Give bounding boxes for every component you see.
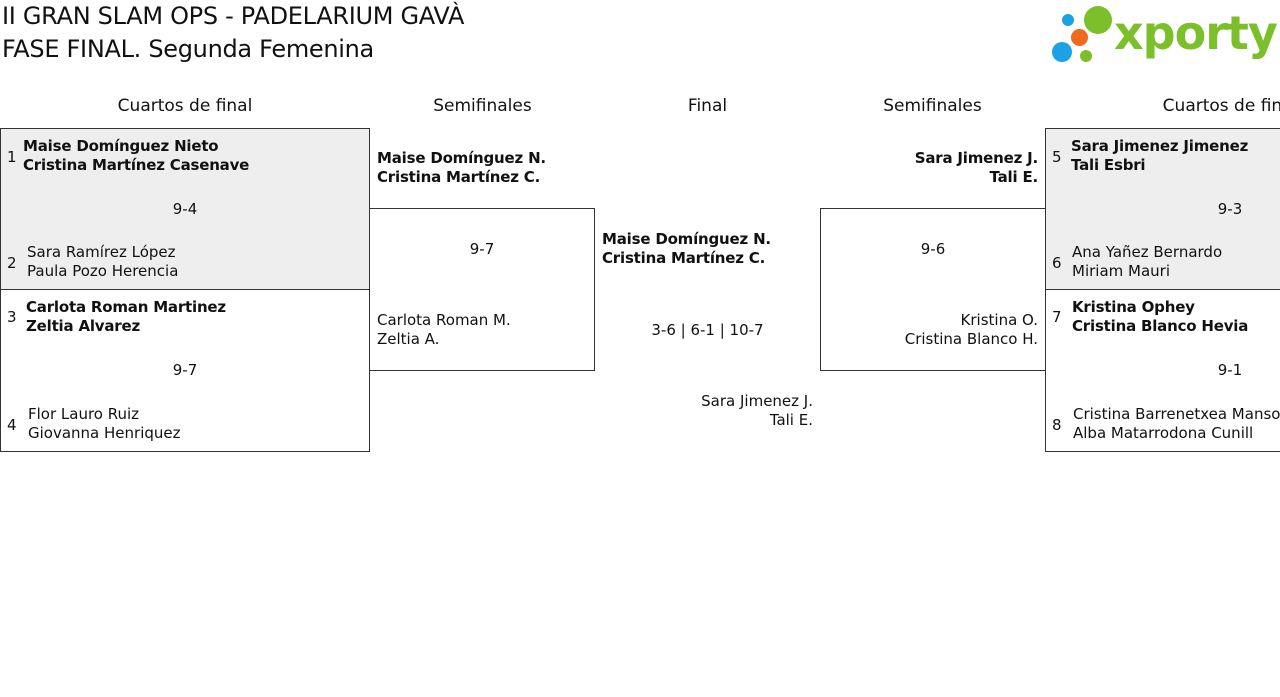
match-score: 9-4 — [172, 200, 198, 218]
team-player-1: Flor Lauro Ruiz — [28, 405, 140, 423]
final-team-b-player-1: Sara Jimenez J. — [701, 392, 813, 410]
team-player-2: Cristina Blanco H. — [904, 330, 1038, 348]
match-score: 9-1 — [1217, 361, 1243, 379]
team-player-2: Tali Esbri — [1071, 156, 1146, 174]
right-quarter-match-1[interactable]: 5 Sara Jimenez Jimenez Tali Esbri 9-3 6 … — [1045, 128, 1280, 290]
team-player-2: Cristina Martínez Casenave — [23, 156, 250, 174]
right-semi-team-a-player-2: Tali E. — [989, 168, 1039, 186]
seed-number: 2 — [7, 254, 17, 272]
seed-number: 8 — [1052, 416, 1062, 434]
final-team-a-player-1: Maise Domínguez N. — [602, 230, 771, 248]
logo-dot-orange-icon — [1071, 29, 1088, 46]
xporty-logo: xporty — [1050, 4, 1280, 68]
right-quarter-match-2[interactable]: 7 Kristina Ophey Cristina Blanco Hevia 9… — [1045, 289, 1280, 452]
match-score: 9-7 — [172, 361, 198, 379]
left-quarter-match-2[interactable]: 3 Carlota Roman Martinez Zeltia Alvarez … — [0, 289, 370, 452]
match-score: 9-6 — [920, 240, 946, 258]
seed-number: 7 — [1052, 308, 1062, 326]
left-semi-match[interactable]: 9-7 Carlota Roman M. Zeltia A. — [369, 208, 595, 371]
team-player-1: Kristina Ophey — [1072, 298, 1195, 316]
right-semi-team-a-player-1: Sara Jimenez J. — [914, 149, 1038, 167]
team-player-2: Zeltia Alvarez — [26, 317, 140, 335]
team-player-2: Miriam Mauri — [1072, 262, 1170, 280]
team-player-2: Giovanna Henriquez — [28, 424, 181, 442]
final-team-a-player-2: Cristina Martínez C. — [602, 249, 766, 267]
seed-number: 1 — [7, 148, 17, 166]
page-subtitle: FASE FINAL. Segunda Femenina — [2, 35, 374, 63]
team-player-1: Sara Ramírez López — [27, 243, 176, 261]
match-score: 9-3 — [1217, 200, 1243, 218]
page-title: II GRAN SLAM OPS - PADELARIUM GAVÀ — [2, 2, 465, 30]
logo-dot-blue-small-icon — [1062, 14, 1074, 26]
seed-number: 6 — [1052, 254, 1062, 272]
left-semi-team-a-player-1: Maise Domínguez N. — [377, 149, 546, 167]
team-player-1: Sara Jimenez Jimenez — [1071, 137, 1249, 155]
right-semi-match[interactable]: 9-6 Kristina O. Cristina Blanco H. — [820, 208, 1046, 371]
match-score: 9-7 — [469, 240, 495, 258]
final-score: 3-6 | 6-1 | 10-7 — [651, 321, 764, 339]
seed-number: 3 — [7, 308, 17, 326]
logo-dot-green-small-icon — [1080, 50, 1092, 62]
final-team-b-player-2: Tali E. — [769, 411, 813, 429]
seed-number: 4 — [7, 416, 17, 434]
left-quarter-match-1[interactable]: 1 Maise Domínguez Nieto Cristina Martíne… — [0, 128, 370, 290]
logo-dot-blue-icon — [1052, 42, 1072, 62]
round-header-final: Final — [687, 96, 728, 116]
team-player-1: Ana Yañez Bernardo — [1072, 243, 1223, 261]
team-player-1: Carlota Roman Martinez — [26, 298, 226, 316]
round-header-right-semis: Semifinales — [883, 96, 982, 116]
team-player-2: Paula Pozo Herencia — [27, 262, 179, 280]
left-semi-team-a-player-2: Cristina Martínez C. — [377, 168, 541, 186]
round-header-left-semis: Semifinales — [433, 96, 532, 116]
team-player-1: Kristina O. — [960, 311, 1038, 329]
team-player-2: Cristina Blanco Hevia — [1072, 317, 1249, 335]
team-player-2: Alba Matarrodona Cunill — [1073, 424, 1254, 442]
team-player-1: Maise Domínguez Nieto — [23, 137, 219, 155]
logo-text: xporty — [1114, 6, 1278, 60]
team-player-2: Zeltia A. — [377, 330, 440, 348]
seed-number: 5 — [1052, 148, 1062, 166]
round-header-right-quarters: Cuartos de final — [1162, 96, 1280, 116]
team-player-1: Carlota Roman M. — [377, 311, 511, 329]
logo-dot-green-icon — [1084, 6, 1112, 34]
round-header-left-quarters: Cuartos de final — [117, 96, 253, 116]
team-player-1: Cristina Barrenetxea Manso — [1073, 405, 1280, 423]
